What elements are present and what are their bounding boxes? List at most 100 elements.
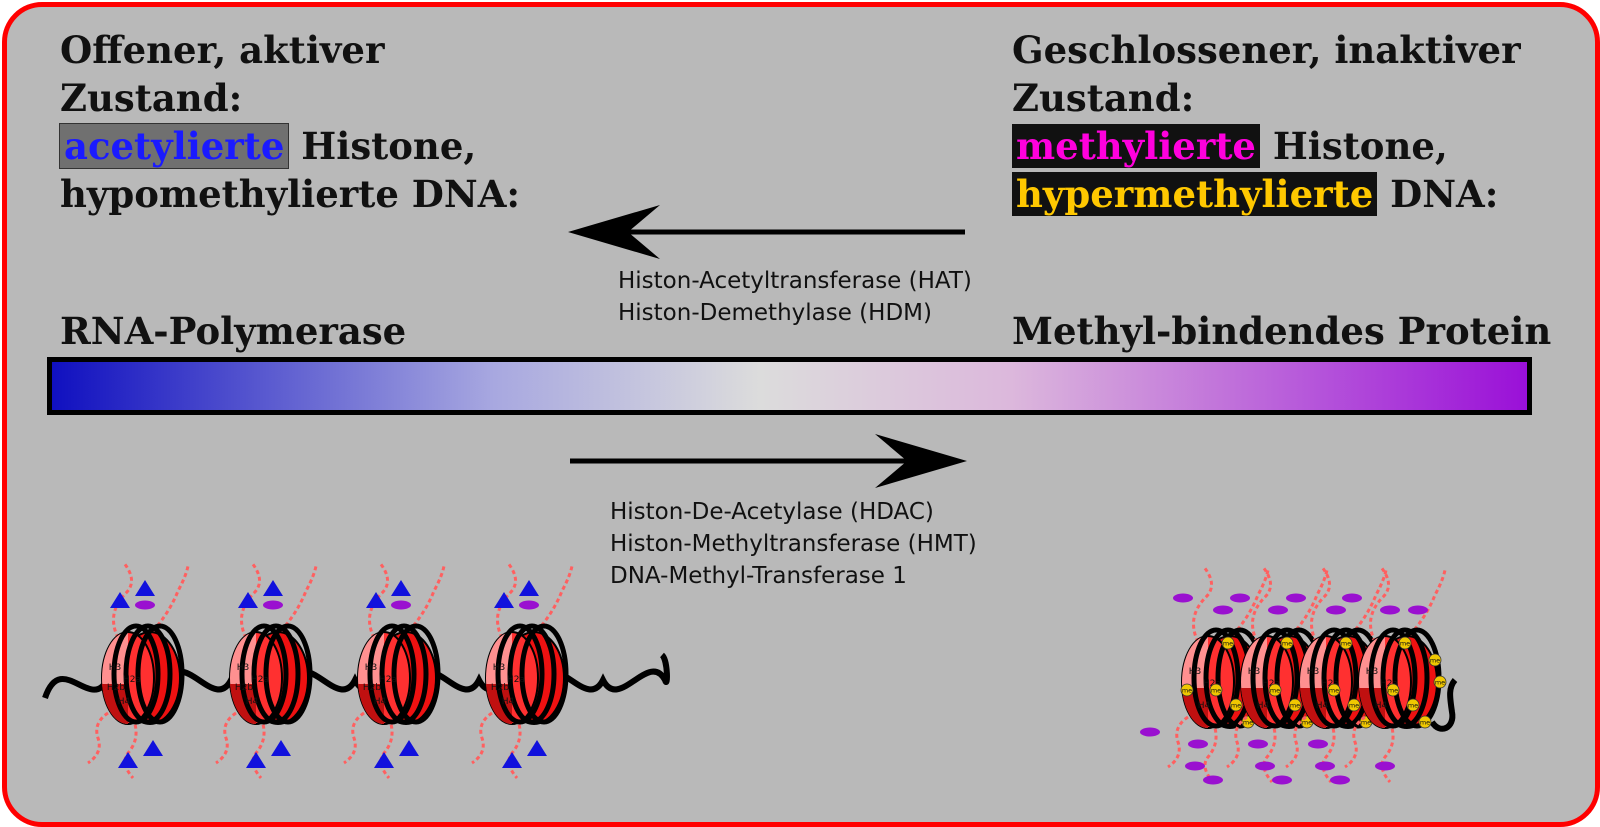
label-h2a: H2a xyxy=(1321,679,1339,689)
histone-tail xyxy=(123,717,138,779)
histone-tail xyxy=(87,711,109,765)
dna-wrap xyxy=(1380,627,1430,729)
methyl-bead-label: me xyxy=(1329,687,1339,695)
histone-tail xyxy=(1167,715,1189,769)
label-h4: H4 xyxy=(1375,701,1388,711)
histone-tail xyxy=(1321,721,1336,783)
acetyl-triangle-icon xyxy=(110,592,130,608)
methyl-ellipse-icon xyxy=(1315,761,1335,771)
label-h4: H4 xyxy=(246,697,259,707)
acetyl-triangle-icon xyxy=(502,752,522,768)
methyl-ellipse-icon xyxy=(1380,605,1400,615)
dna-wrap xyxy=(495,623,545,725)
dna-wrap xyxy=(1250,627,1300,729)
histone-tail xyxy=(1344,715,1366,769)
dna-wrap xyxy=(379,623,429,725)
methyl-bead-label: me xyxy=(1302,719,1312,727)
enzyme-hat: Histon-Acetyltransferase (HAT) xyxy=(618,268,972,294)
methyl-ellipse-icon xyxy=(519,600,539,610)
acetyl-triangle-icon xyxy=(118,752,138,768)
label-h4: H4 xyxy=(502,697,515,707)
histone-tail xyxy=(1285,715,1307,769)
acetylated-highlight: acetylierte xyxy=(58,123,290,169)
histone-tail xyxy=(1262,721,1277,783)
dna-wrap xyxy=(239,623,289,725)
methyl-bead-label: me xyxy=(1349,702,1359,710)
histone-tail xyxy=(215,711,237,765)
label-h3: H3 xyxy=(109,663,122,673)
label-h2b: H2b xyxy=(107,683,125,693)
label-h2a: H2a xyxy=(1203,679,1221,689)
histone-tail xyxy=(343,711,365,765)
dna-wrap xyxy=(507,623,557,725)
activity-gradient-bar xyxy=(47,357,1532,415)
methyl-ellipse-icon xyxy=(391,600,411,610)
label-h3: H3 xyxy=(1366,667,1379,677)
methyl-ellipse-icon xyxy=(1248,739,1268,749)
methyl-bead-label: me xyxy=(1430,657,1440,665)
histone-tail xyxy=(1369,566,1390,643)
closed-state-line3-rest: Histone, xyxy=(1259,124,1448,168)
histone-tail xyxy=(240,562,261,639)
histone-tail xyxy=(379,717,394,779)
arrow-right-icon xyxy=(570,434,967,488)
dna-wrap xyxy=(111,623,161,725)
methyl-bead-icon xyxy=(1327,683,1341,697)
histone-tail xyxy=(251,717,266,779)
methyl-ellipse-icon xyxy=(135,600,155,610)
methyl-bead-icon xyxy=(1180,683,1194,697)
methyl-ellipse-icon xyxy=(1185,761,1205,771)
closed-state-line3: methylierte Histone, xyxy=(1012,122,1521,170)
rna-polymerase-label: RNA-Polymerase xyxy=(60,309,407,353)
methylated-highlight: methylierte xyxy=(1012,124,1260,168)
methyl-ellipse-icon xyxy=(1408,605,1428,615)
methyl-ellipse-icon xyxy=(1375,761,1395,771)
methyl-bead-label: me xyxy=(1361,719,1371,727)
compacted-chromatin: H3H2aH4mememememeH3H2aH4mememememeH3H2aH… xyxy=(1140,566,1458,785)
histone-tail xyxy=(507,717,522,779)
label-h2b: H2b xyxy=(491,683,509,693)
acetyl-triangle-icon xyxy=(366,592,386,608)
acetyl-triangle-icon xyxy=(391,580,411,596)
methyl-bead-icon xyxy=(1280,636,1294,650)
methyl-ellipse-icon xyxy=(1203,775,1223,785)
methyl-ellipse-icon xyxy=(1255,761,1275,771)
methyl-ellipse-icon xyxy=(1308,739,1328,749)
closed-state-text: Geschlossener, inaktiver Zustand: methyl… xyxy=(1012,26,1521,218)
methyl-bead-label: me xyxy=(1290,702,1300,710)
histone-tail xyxy=(471,711,493,765)
methyl-bead-label: me xyxy=(1231,702,1241,710)
methyl-bead-label: me xyxy=(1400,640,1410,648)
methyl-bead-icon xyxy=(1288,698,1302,712)
acetyl-triangle-icon xyxy=(271,740,291,756)
dna-wrap xyxy=(1309,627,1359,729)
histone-tail xyxy=(496,562,517,639)
dna-strand-end xyxy=(1429,678,1458,732)
methyl-bead-label: me xyxy=(1270,687,1280,695)
methyl-bead-icon xyxy=(1339,636,1353,650)
closed-state-line2: Zustand: xyxy=(1012,76,1195,120)
histone-tail xyxy=(1192,566,1213,643)
methyl-ellipse-icon xyxy=(1272,775,1292,785)
label-h2b: H2b xyxy=(363,683,381,693)
methyl-ellipse-icon xyxy=(1268,605,1288,615)
methyl-ellipse-icon xyxy=(1286,593,1306,603)
methyl-ellipse-icon xyxy=(1342,593,1362,603)
acetyl-triangle-icon xyxy=(527,740,547,756)
label-h4: H4 xyxy=(1316,701,1329,711)
enzyme-hmt: Histon-Methyltransferase (HMT) xyxy=(610,531,977,557)
dna-wrap xyxy=(367,623,417,725)
label-h2a: H2a xyxy=(1380,679,1398,689)
methyl-bead-label: me xyxy=(1243,719,1253,727)
histone-tail xyxy=(1251,566,1272,643)
methyl-ellipse-icon xyxy=(263,600,283,610)
dna-wrap xyxy=(263,623,313,725)
label-h4: H4 xyxy=(118,697,131,707)
methyl-ellipse-icon xyxy=(1326,605,1346,615)
